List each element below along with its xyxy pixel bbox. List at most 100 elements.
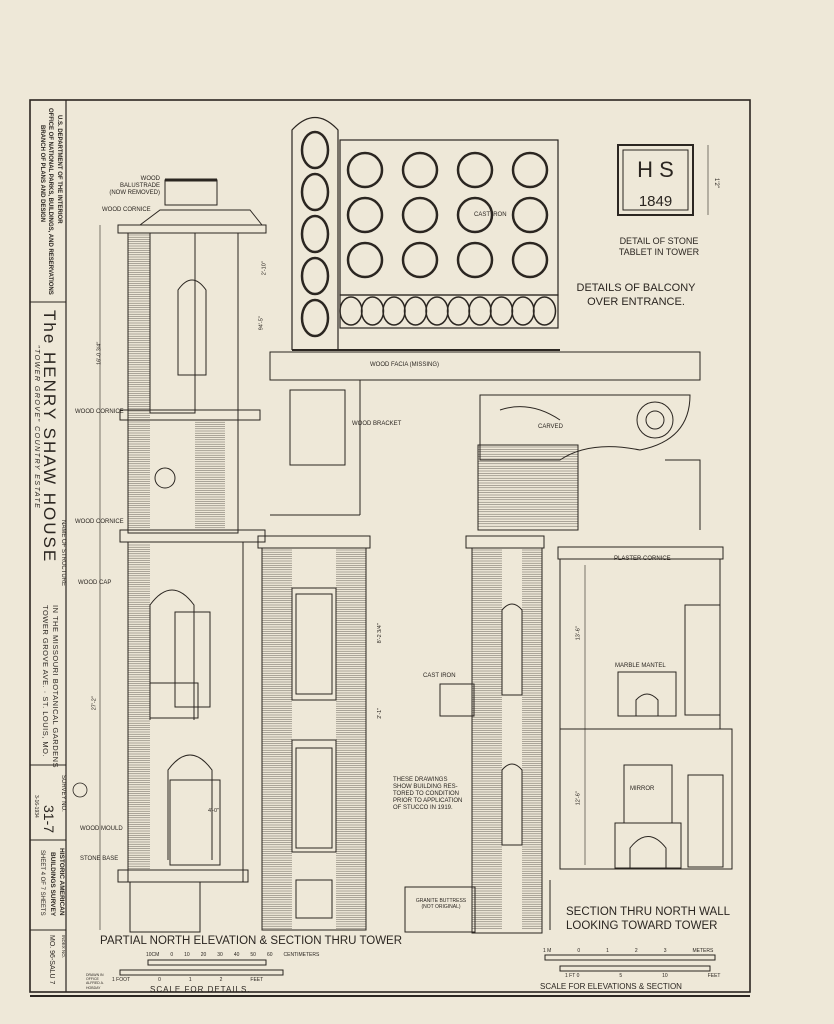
cornice-section: [269, 351, 701, 531]
agency-line-2: OFFICE OF NATIONAL PARKS, BUILDINGS, AND…: [47, 108, 53, 295]
stone-tablet: H S 1849 1'2": [617, 144, 719, 216]
location-line-2: TOWER GROVE AVE. · ST. LOUIS, MO.: [41, 605, 50, 757]
label-text: (NOT ORIGINAL): [421, 904, 461, 910]
label-wood-facia: WOOD FACIA (MISSING): [370, 362, 440, 368]
note-line: TORED TO CONDITION: [393, 791, 460, 797]
note-line: OF STUCCO IN 1919.: [393, 805, 453, 811]
section-title: SECTION THRU NORTH WALL LOOKING TOWARD TO…: [566, 905, 730, 933]
scroll-ornament: [511, 241, 549, 279]
scroll-ornament: [346, 196, 384, 234]
dim-7: 13'-6": [575, 626, 582, 641]
note-line: THESE DRAWINGS: [393, 777, 448, 783]
pilaster-ornament: [300, 130, 330, 170]
title-line: SECTION THRU NORTH WALL: [566, 906, 730, 918]
tick: 2: [634, 948, 638, 954]
tick: 0: [158, 977, 161, 983]
unit: FEET: [707, 973, 721, 979]
tick: 20: [200, 952, 207, 958]
label-text: (NOW REMOVED): [109, 190, 160, 197]
right-masonry-hatching: [472, 549, 542, 929]
label-wood-balustrade: WOOD BALUSTRADE(NOW REMOVED): [100, 176, 160, 198]
title-block-cells: [30, 301, 66, 931]
label-text: GRANITE BUTTRESS: [415, 898, 467, 904]
dim-1: 16'-0 3/4": [96, 341, 103, 365]
survey-number: 31-7: [41, 805, 57, 833]
balcony-ironwork-scrolls: [300, 130, 557, 338]
tick: 2: [219, 977, 223, 983]
tablet-year: 1849: [639, 193, 672, 210]
label-wood-cornice-1: WOOD CORNICE: [102, 207, 151, 213]
tick: 50: [250, 952, 256, 958]
unit: FEET: [250, 977, 264, 983]
scroll-ornament: [456, 151, 494, 189]
note-line: SHOW BUILDING RES-: [393, 784, 458, 790]
dim-8: 4'-0": [208, 808, 219, 814]
label-marble-mantel: MARBLE MANTEL: [615, 663, 666, 669]
survey-name-1: HISTORIC AMERICAN: [58, 848, 65, 916]
pilaster-ornament: [300, 214, 330, 254]
label-cast-iron-window: CAST IRON: [423, 673, 456, 679]
pilaster-ornament: [300, 172, 330, 212]
tick: 1 FT 0: [565, 973, 580, 979]
scroll-ornament: [456, 196, 494, 234]
label-stone-base: STONE BASE: [80, 856, 119, 862]
lattice-ornament: [532, 296, 557, 326]
dim-2: 94'-5": [258, 316, 265, 331]
restoration-note: THESE DRAWINGS SHOW BUILDING RES- TORED …: [393, 777, 462, 812]
label-wood-mould: WOOD MOULD: [80, 826, 123, 832]
scroll-ornament: [511, 196, 549, 234]
location-line-1: IN THE MISSOURI BOTANICAL GARDENS: [51, 605, 60, 768]
tower-masonry-hatching: [128, 234, 225, 869]
tick: 5: [619, 973, 623, 979]
survey-date: 3-16-1934: [33, 795, 39, 818]
title-block: U.S. DEPARTMENT OF THE INTERIOR OFFICE O…: [33, 108, 66, 985]
label-wood-cap: WOOD CAP: [78, 580, 112, 586]
survey-name-2: BUILDINGS SURVEY: [49, 852, 56, 917]
bay-masonry-hatching: [262, 549, 366, 929]
tick: 0: [170, 952, 174, 958]
tick: 0: [577, 948, 581, 954]
tick: 10: [184, 952, 190, 958]
title-line: DETAILS OF BALCONY: [576, 282, 696, 294]
scroll-ornament: [346, 151, 384, 189]
balcony-detail: [291, 116, 560, 351]
label-wood-cornice-3: WOOD CORNICE: [75, 519, 124, 525]
tick: 40: [233, 952, 240, 958]
tick: 60: [266, 952, 273, 958]
scroll-ornament: [401, 196, 439, 234]
scroll-ornament: [511, 151, 549, 189]
tablet-dimension: 1'2": [713, 178, 719, 188]
pilaster-ornament: [300, 256, 330, 296]
sheet-number: SHEET 4 OF 7 SHEETS: [39, 850, 45, 916]
tick: 1: [188, 977, 192, 983]
survey-label: SURVEY NO.: [60, 775, 66, 812]
center-bay-elevation: [257, 535, 371, 931]
drafter-credit: DRAWN IN OFFICE ALFRED A. HOBDAY: [86, 973, 104, 990]
stair-hatching: [478, 446, 578, 527]
details-scale-caption: SCALE FOR DETAILS.: [150, 985, 251, 994]
tick: 1 M: [543, 948, 552, 954]
dim-5: 2'-1": [377, 707, 384, 719]
dim-6: 12'-6": [575, 791, 582, 806]
agency-line-1: U.S. DEPARTMENT OF THE INTERIOR: [56, 115, 62, 224]
scroll-ornament: [401, 241, 439, 279]
title-line: LOOKING TOWARD TOWER: [566, 920, 718, 932]
caption-line: DETAIL OF STONE: [619, 236, 699, 246]
scale-bars: [30, 954, 750, 997]
scroll-ornament: [401, 151, 439, 189]
label-granite-buttress: GRANITE BUTTRESS(NOT ORIGINAL): [410, 898, 472, 910]
scroll-ornament: [346, 241, 384, 279]
name-label: NAME OF STRUCTURE: [60, 520, 66, 586]
label-carved: CARVED: [538, 424, 563, 430]
tick: 3: [663, 948, 667, 954]
tick: 10CM: [146, 952, 160, 958]
right-tower-section: [404, 535, 545, 934]
label-cast-iron-balcony: CAST IRON: [474, 212, 507, 218]
note-line: PRIOR TO APPLICATION: [393, 798, 463, 804]
structure-name: The HENRY SHAW HOUSE: [40, 310, 59, 563]
